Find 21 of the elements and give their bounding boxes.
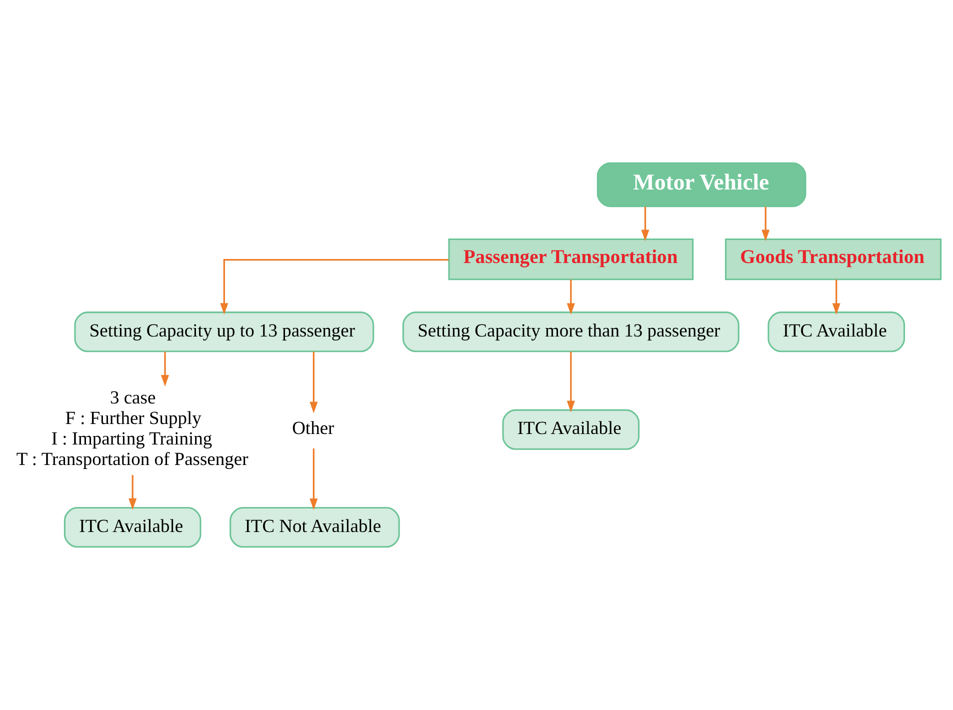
node-box: Motor Vehicle: [596, 162, 806, 208]
node-box: Setting Capacity up to 13 passenger: [74, 312, 374, 352]
node-box: ITC Not Available: [230, 507, 400, 548]
node-box: Setting Capacity more than 13 passenger: [402, 312, 740, 352]
arrow: [566, 352, 575, 412]
arrow: [762, 206, 770, 242]
arrow: [310, 448, 318, 510]
node-box: Passenger Transportation: [448, 238, 694, 280]
arrow: [128, 475, 137, 510]
arrow: [641, 206, 650, 242]
arrow: [160, 352, 170, 386]
node-text: 3 case F : Further Supply I : Imparting Training T : Transportation of Passenger: [16, 388, 248, 470]
arrow: [220, 259, 449, 315]
arrow: [832, 280, 840, 315]
node-box: Goods Transportation: [724, 238, 942, 280]
node-box: ITC Available: [502, 409, 640, 450]
arrow: [310, 352, 318, 414]
node-box: ITC Available: [768, 312, 906, 352]
node-text: Other: [292, 419, 334, 440]
node-box: ITC Available: [64, 507, 202, 548]
arrow: [566, 280, 575, 315]
